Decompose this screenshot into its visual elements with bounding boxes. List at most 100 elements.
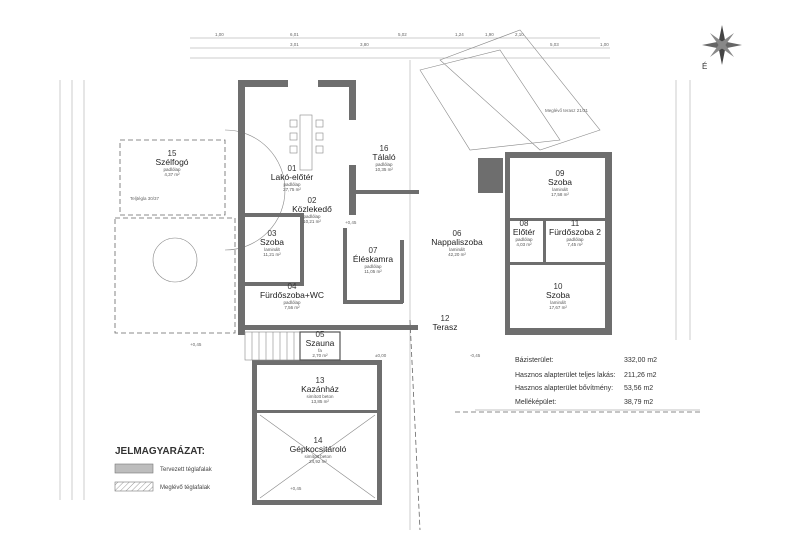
dim-label: 3,01 xyxy=(290,42,299,47)
room-detail: laminált xyxy=(264,247,280,252)
room-name: Szoba xyxy=(546,290,570,300)
level-mark: +0,45 xyxy=(190,342,202,347)
room-detail: 17,58 m² xyxy=(551,192,569,197)
room-number: 14 xyxy=(314,436,323,445)
room-number: 16 xyxy=(380,144,389,153)
walls xyxy=(238,80,612,505)
room-name: Lakó-előtér xyxy=(271,172,314,182)
level-mark: +0,45 xyxy=(290,486,302,491)
area-value: 332,00 m2 xyxy=(624,357,657,364)
existing-terrace-note: Meglévő terasz 21/31 xyxy=(545,108,589,113)
room-number: 04 xyxy=(288,282,297,291)
room-number: 15 xyxy=(168,149,177,158)
room-name: Éléskamra xyxy=(353,254,393,264)
room-name: Szauna xyxy=(306,338,335,348)
room-detail: padlólap xyxy=(364,264,382,269)
room-detail: padlólap xyxy=(566,237,584,242)
room-detail: padlólap xyxy=(515,237,533,242)
room-name: Gépkocsitároló xyxy=(290,444,347,454)
room-detail: 13,85 m² xyxy=(311,399,329,404)
dim-label: 6,01 xyxy=(290,32,299,37)
dim-label: 1,00 xyxy=(600,42,609,47)
room-detail: 17,67 m² xyxy=(549,305,567,310)
dining-table xyxy=(289,114,324,171)
dim-label: 5,03 xyxy=(550,42,559,47)
room-name: Szélfogó xyxy=(155,157,188,167)
room-number: 01 xyxy=(288,164,297,173)
level-mark: +0,45 xyxy=(345,220,357,225)
legend-title: JELMAGYARÁZAT: xyxy=(115,444,205,457)
vestibule-outline xyxy=(119,139,226,216)
legend: JELMAGYARÁZAT: Tervezett téglafalak Megl… xyxy=(114,444,213,492)
room-detail: simított beton xyxy=(306,394,334,399)
terrace-note: Teljtégla 30/37 xyxy=(130,196,160,201)
level-mark: ±0,00 xyxy=(375,353,387,358)
room-number: 08 xyxy=(520,219,529,228)
room-name: Fürdőszoba+WC xyxy=(260,290,324,300)
room-detail: 11,21 m² xyxy=(263,252,281,257)
section-line xyxy=(409,319,421,531)
room-detail: padlólap xyxy=(163,167,181,172)
room-number: 05 xyxy=(316,330,325,339)
room-name: Közlekedő xyxy=(292,204,332,214)
room-detail: 4,03 m² xyxy=(516,242,532,247)
room-detail: fa xyxy=(318,348,322,353)
room-number: 02 xyxy=(308,196,317,205)
area-label: Melléképület: xyxy=(515,399,556,406)
room-number: 09 xyxy=(556,169,565,178)
area-label: Hasznos alapterület teljes lakás: xyxy=(515,372,615,379)
area-value: 38,79 m2 xyxy=(624,399,653,406)
room-name: Kazánház xyxy=(301,384,339,394)
room-detail: 42,20 m² xyxy=(448,252,466,257)
dim-label: 3,80 xyxy=(360,42,369,47)
room-detail: 7,56 m² xyxy=(284,305,300,310)
dim-label: 1,90 xyxy=(485,32,494,37)
room-detail: simított beton xyxy=(304,454,332,459)
dim-label: 5,02 xyxy=(398,32,407,37)
dim-label: 1,00 xyxy=(215,32,224,37)
room-name: Terasz xyxy=(432,322,457,332)
room-detail: laminált xyxy=(449,247,465,252)
dim-label: 2,10 xyxy=(515,32,524,37)
room-detail: padlólap xyxy=(303,214,321,219)
room-detail: padlólap xyxy=(375,162,393,167)
staircase xyxy=(244,331,301,361)
room-detail: 4,37 m² xyxy=(164,172,180,177)
room-detail: 10,35 m² xyxy=(375,167,393,172)
existing-terrace: Meglévő terasz 21/31 xyxy=(419,29,601,151)
room-name: Tálaló xyxy=(372,152,395,162)
room-detail: 10,21 m² xyxy=(303,219,321,224)
legend-label: Tervezett téglafalak xyxy=(160,467,213,473)
area-value: 211,26 m2 xyxy=(624,372,657,379)
room-name: Fürdőszoba 2 xyxy=(549,227,601,237)
room-number: 12 xyxy=(441,314,450,323)
area-label: Bázisterület: xyxy=(515,357,554,364)
curved-wall xyxy=(224,129,286,251)
room-detail: 27,75 m² xyxy=(283,187,301,192)
room-detail: laminált xyxy=(550,300,566,305)
sauna-outline xyxy=(299,331,341,361)
level-mark: -0,45 xyxy=(470,353,481,358)
terrace-outline xyxy=(114,217,236,334)
room-detail: 11,05 m² xyxy=(364,269,382,274)
room-name: Előtér xyxy=(513,227,535,237)
room-number: 10 xyxy=(554,282,563,291)
room-detail: padlólap xyxy=(283,300,301,305)
round-feature xyxy=(152,237,198,283)
room-number: 11 xyxy=(571,219,580,228)
